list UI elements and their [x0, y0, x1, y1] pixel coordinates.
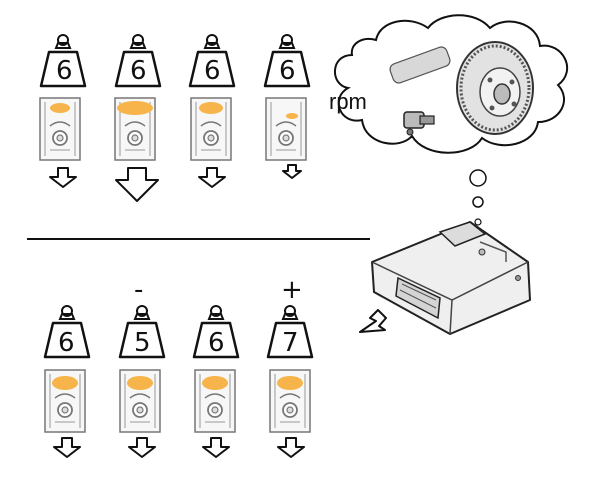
- top-cylinder-1: 6: [39, 33, 87, 188]
- fuel-blob: [117, 101, 153, 115]
- thought-bubble: [474, 218, 482, 226]
- piston-icon: [265, 97, 307, 161]
- bottom-cylinder-3: 6: [192, 304, 240, 458]
- fuel-blob: [127, 376, 153, 390]
- weight-label: 5: [134, 328, 151, 358]
- thought-bubble: [472, 196, 484, 208]
- fuel-blob: [202, 376, 228, 390]
- fuel-blob: [50, 103, 70, 113]
- fuel-blob: [277, 376, 303, 390]
- top-cylinder-3: 6: [188, 33, 236, 188]
- ecu-icon: [371, 221, 531, 335]
- top-cylinder-4: 6: [263, 33, 311, 179]
- weight-label: 6: [204, 56, 221, 86]
- rpm-sensor-icon: [403, 111, 435, 136]
- fuel-blob: [286, 113, 298, 119]
- crankshaft-icon: [389, 41, 534, 135]
- bottom-cylinder-1: 6: [43, 304, 91, 458]
- weight-label: 6: [208, 328, 225, 358]
- correction-sign: +: [281, 275, 303, 305]
- correction-sign: -: [134, 275, 143, 305]
- down-arrow-icon: [128, 437, 156, 458]
- feedback-arrow-icon: [359, 309, 387, 333]
- rpm-label: rpm: [329, 89, 367, 114]
- weight-label: 6: [56, 56, 73, 86]
- top-cylinder-2: 6: [114, 33, 162, 202]
- weight-label: 6: [58, 328, 75, 358]
- fuel-blob: [52, 376, 78, 390]
- down-arrow-icon: [202, 437, 230, 458]
- thought-cloud: rpm: [329, 14, 569, 226]
- thought-bubble: [469, 169, 487, 187]
- bottom-row: 6 - 5 6 + 7: [43, 275, 314, 458]
- bottom-cylinder-4: + 7: [266, 275, 314, 458]
- down-arrow-icon: [49, 167, 77, 188]
- fuel-blob: [199, 102, 223, 114]
- bottom-cylinder-2: - 5: [118, 275, 166, 458]
- weight-label: 7: [282, 328, 299, 358]
- weight-label: 6: [279, 56, 296, 86]
- weight-label: 6: [130, 56, 147, 86]
- top-row: 6 6 6 6: [39, 33, 311, 202]
- small-down-arrow-icon: [282, 164, 302, 179]
- down-arrow-icon: [53, 437, 81, 458]
- down-arrow-icon: [198, 167, 226, 188]
- large-down-arrow-icon: [115, 167, 159, 202]
- down-arrow-icon: [277, 437, 305, 458]
